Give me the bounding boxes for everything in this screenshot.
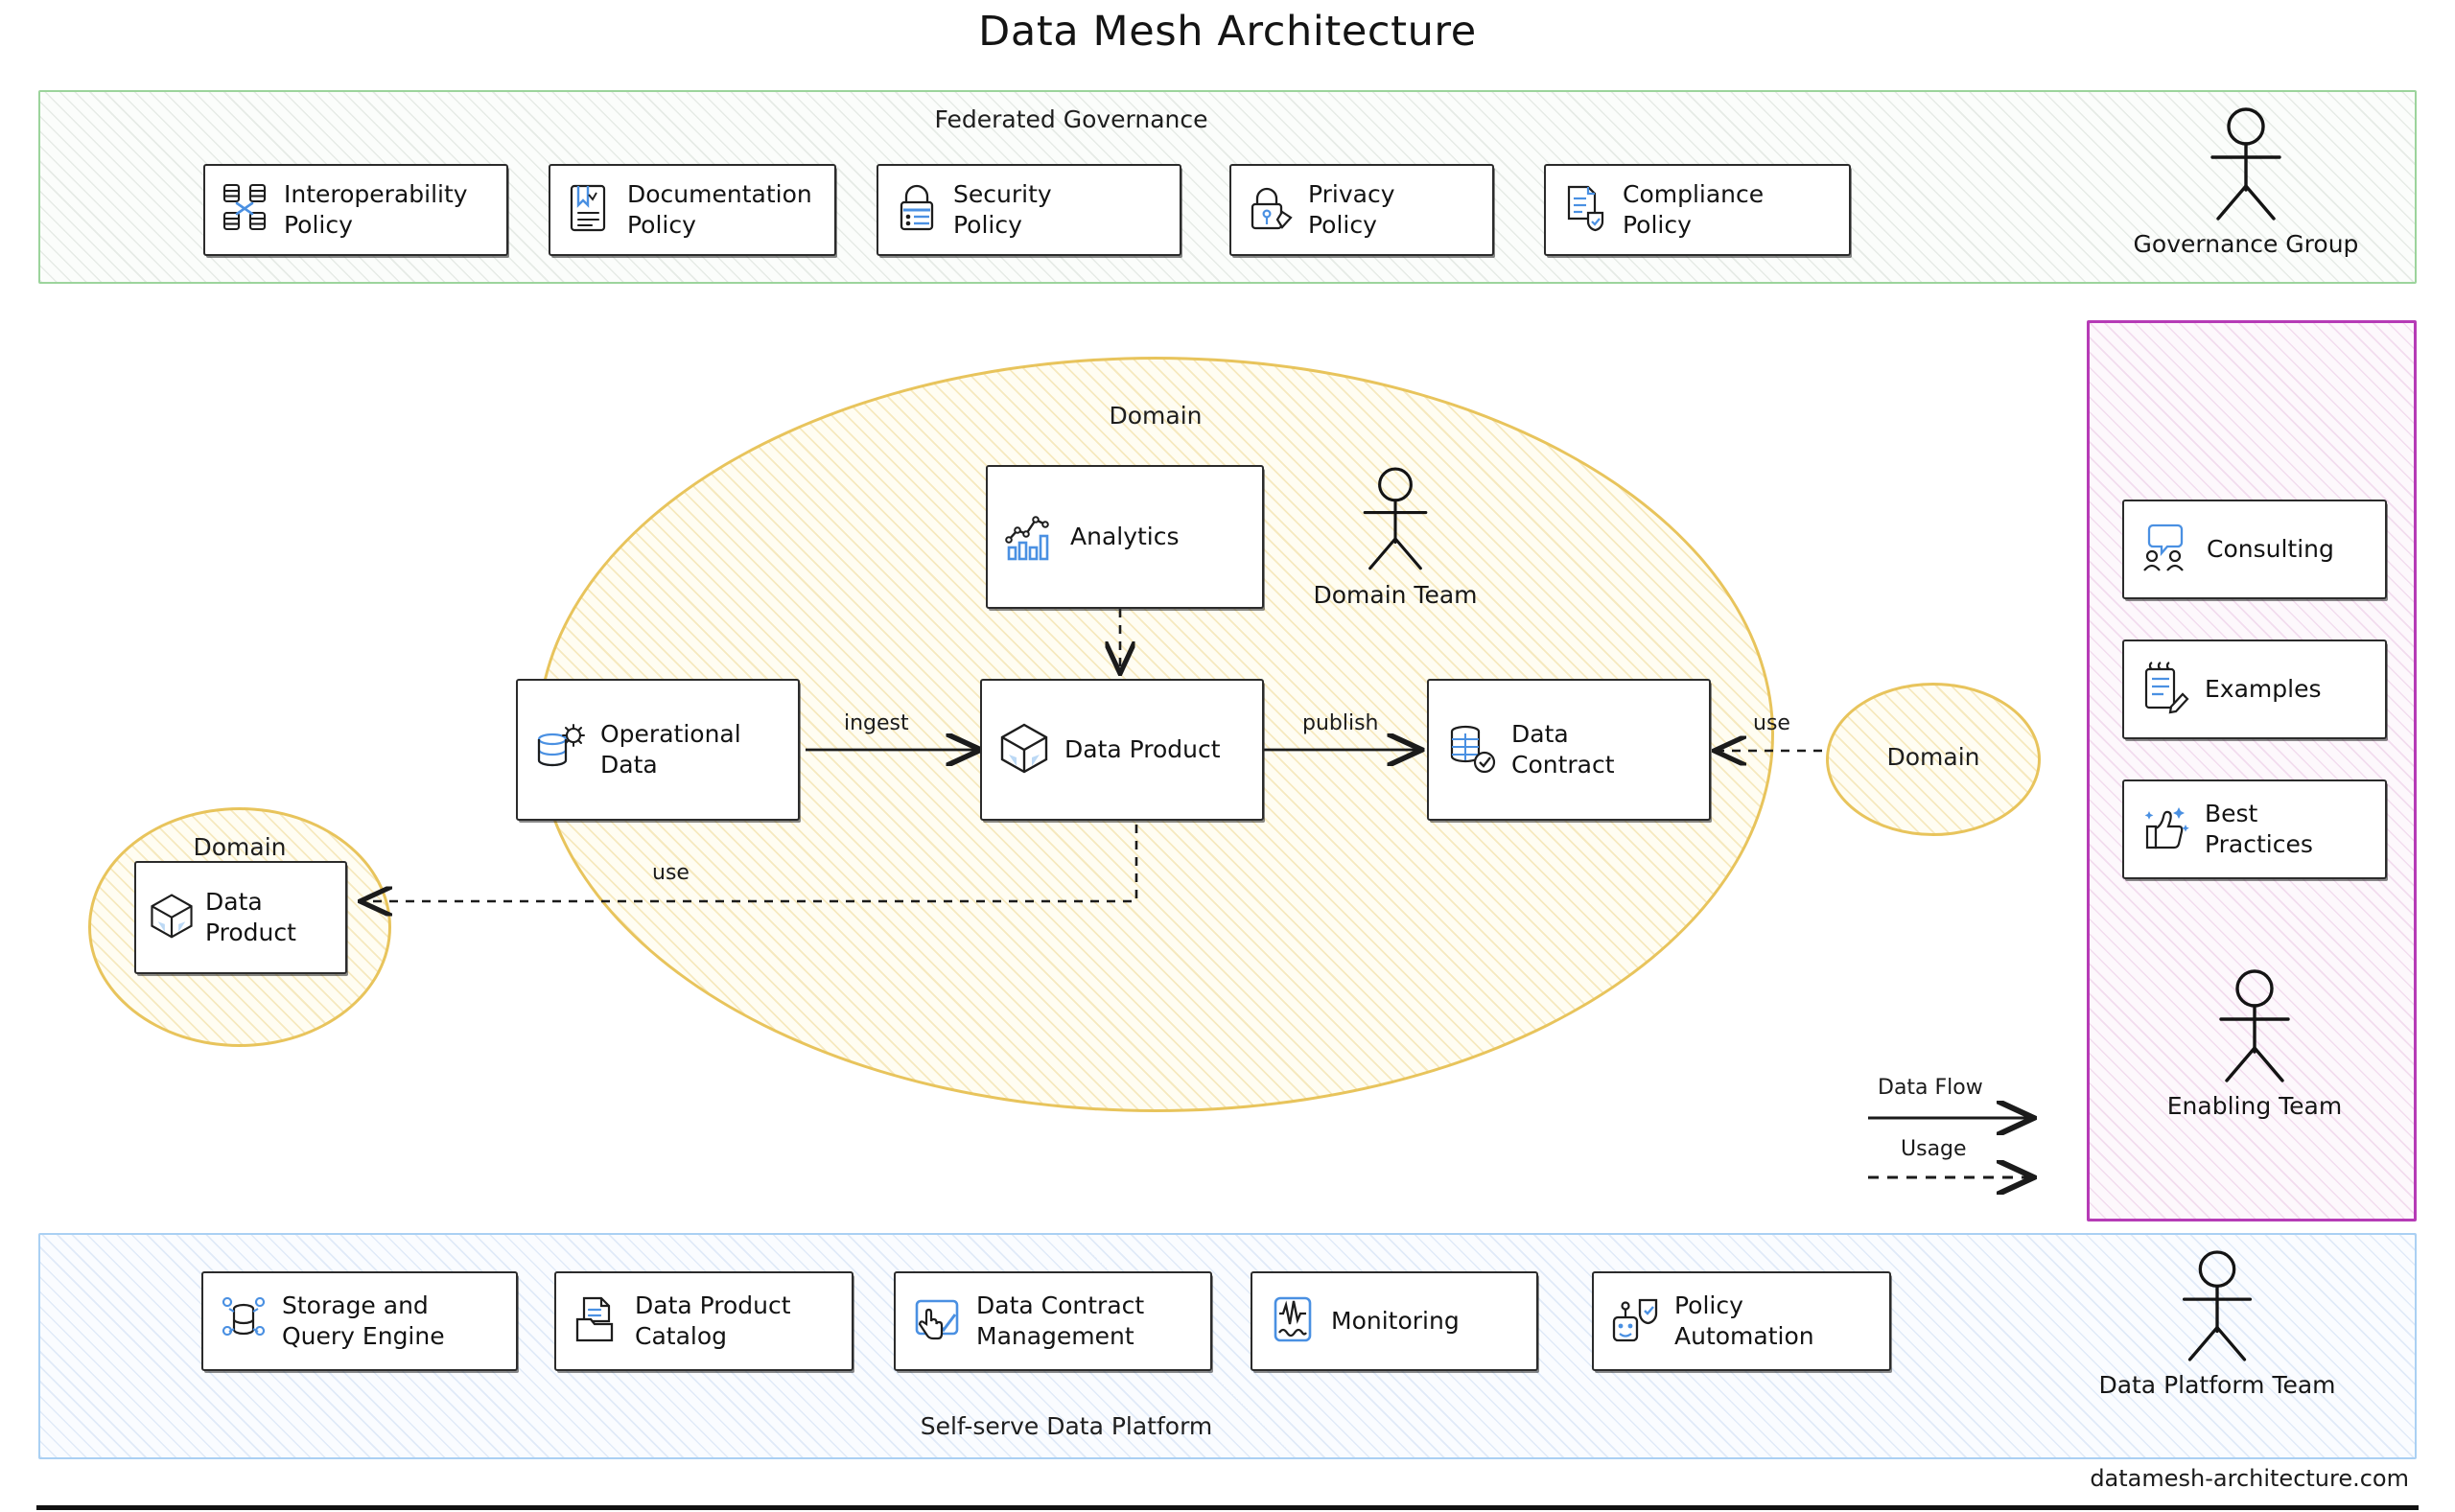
policy-card-security[interactable]: Security Policy <box>877 164 1181 256</box>
platform-card-data-contract-management[interactable]: Data Contract Management <box>894 1271 1212 1371</box>
federated-governance-label: Federated Governance <box>934 105 1208 133</box>
actor-label: Governance Group <box>2133 230 2359 258</box>
database-gear-icon <box>533 720 587 779</box>
platform-label-item: Policy Automation <box>1674 1291 1814 1350</box>
actor-label: Data Platform Team <box>2098 1371 2336 1399</box>
table-check-icon <box>1444 720 1498 779</box>
footer-attribution: datamesh-architecture.com <box>2090 1465 2409 1492</box>
data-product-box-icon <box>997 721 1051 779</box>
actor-data-platform-team: Data Platform Team <box>2056 1244 2378 1399</box>
edge-label-use-right: use <box>1753 711 1790 735</box>
robot-shield-icon <box>1609 1292 1661 1350</box>
domain-right-label: Domain <box>1886 743 1980 771</box>
enabling-label: Best Practices <box>2205 800 2313 858</box>
platform-label-item: Data Product Catalog <box>635 1291 791 1350</box>
node-analytics[interactable]: Analytics <box>986 465 1264 609</box>
domain-left-label: Domain <box>193 833 287 861</box>
page-title: Data Mesh Architecture <box>978 8 1477 56</box>
enabling-label: Consulting <box>2207 535 2334 563</box>
data-product-box-icon <box>148 892 196 943</box>
domain-main-label: Domain <box>1109 402 1203 430</box>
stick-figure-icon <box>2210 107 2281 221</box>
stick-figure-icon <box>1363 467 1428 570</box>
enabling-card-best-practices[interactable]: Best Practices <box>2122 779 2387 879</box>
legend-usage-label: Usage <box>1901 1137 1967 1161</box>
federated-governance-zone: Federated Governance Interoperability Po… <box>38 90 2417 284</box>
click-approve-icon <box>911 1293 963 1349</box>
policy-card-compliance[interactable]: Compliance Policy <box>1544 164 1851 256</box>
domain-right-ellipse: Domain <box>1826 683 2041 836</box>
actor-governance-group: Governance Group <box>2102 102 2390 258</box>
interoperability-icon <box>221 181 270 239</box>
node-left-data-product[interactable]: Data Product <box>134 861 347 974</box>
notepad-pencil-icon <box>2139 661 2191 718</box>
platform-label-item: Data Contract Management <box>976 1291 1145 1350</box>
policy-label: Security Policy <box>953 180 1052 239</box>
enabling-card-examples[interactable]: Examples <box>2122 640 2387 739</box>
lock-icon <box>894 181 940 239</box>
policy-label: Documentation Policy <box>627 180 812 239</box>
policy-label: Privacy Policy <box>1308 180 1395 239</box>
node-label: Data Contract <box>1511 720 1615 779</box>
policy-card-privacy[interactable]: Privacy Policy <box>1229 164 1494 256</box>
consulting-people-icon <box>2139 522 2193 577</box>
platform-label-item: Storage and Query Engine <box>282 1291 445 1350</box>
platform-card-policy-automation[interactable]: Policy Automation <box>1592 1271 1891 1371</box>
platform-card-storage-query-engine[interactable]: Storage and Query Engine <box>201 1271 518 1371</box>
actor-label: Enabling Team <box>2166 1092 2343 1120</box>
enabling-team-zone: Consulting Examples <box>2087 320 2417 1221</box>
policy-card-documentation[interactable]: Documentation Policy <box>549 164 836 256</box>
edge-label-ingest: ingest <box>844 711 909 735</box>
policy-label: Interoperability Policy <box>284 180 468 239</box>
edge-label-publish: publish <box>1302 711 1379 735</box>
compliance-shield-icon <box>1561 181 1609 239</box>
node-data-product[interactable]: Data Product <box>980 679 1264 821</box>
enabling-label: Examples <box>2205 675 2322 703</box>
self-serve-platform-label: Self-serve Data Platform <box>920 1412 1213 1440</box>
stick-figure-icon <box>2219 969 2290 1082</box>
analytics-chart-icon <box>1003 507 1057 567</box>
legend-data-flow-label: Data Flow <box>1878 1076 1983 1100</box>
bottom-rule <box>36 1505 2419 1510</box>
node-label: Data Product <box>205 888 296 946</box>
document-certificate-icon <box>566 181 614 239</box>
thumbs-up-sparkle-icon <box>2139 802 2191 857</box>
database-nodes-icon <box>219 1292 269 1350</box>
enabling-card-consulting[interactable]: Consulting <box>2122 500 2387 599</box>
waveform-monitor-icon <box>1268 1292 1318 1350</box>
policy-label: Compliance Policy <box>1623 180 1765 239</box>
actor-enabling-team: Enabling Team <box>2111 964 2398 1120</box>
catalog-folder-icon <box>572 1292 621 1350</box>
stick-figure-icon <box>2182 1250 2253 1361</box>
node-label: Operational Data <box>600 720 741 779</box>
actor-domain-team: Domain Team <box>1275 460 1515 609</box>
policy-card-interoperability[interactable]: Interoperability Policy <box>203 164 508 256</box>
edge-label-use-left: use <box>652 861 690 885</box>
platform-card-monitoring[interactable]: Monitoring <box>1251 1271 1538 1371</box>
node-label: Data Product <box>1064 735 1221 763</box>
privacy-lock-icon <box>1247 181 1295 239</box>
actor-label: Domain Team <box>1313 581 1478 609</box>
platform-label-item: Monitoring <box>1331 1307 1460 1335</box>
platform-card-data-product-catalog[interactable]: Data Product Catalog <box>554 1271 853 1371</box>
node-label: Analytics <box>1070 523 1180 550</box>
node-operational-data[interactable]: Operational Data <box>516 679 800 821</box>
node-data-contract[interactable]: Data Contract <box>1427 679 1711 821</box>
self-serve-platform-zone: Self-serve Data Platform <box>38 1233 2417 1459</box>
